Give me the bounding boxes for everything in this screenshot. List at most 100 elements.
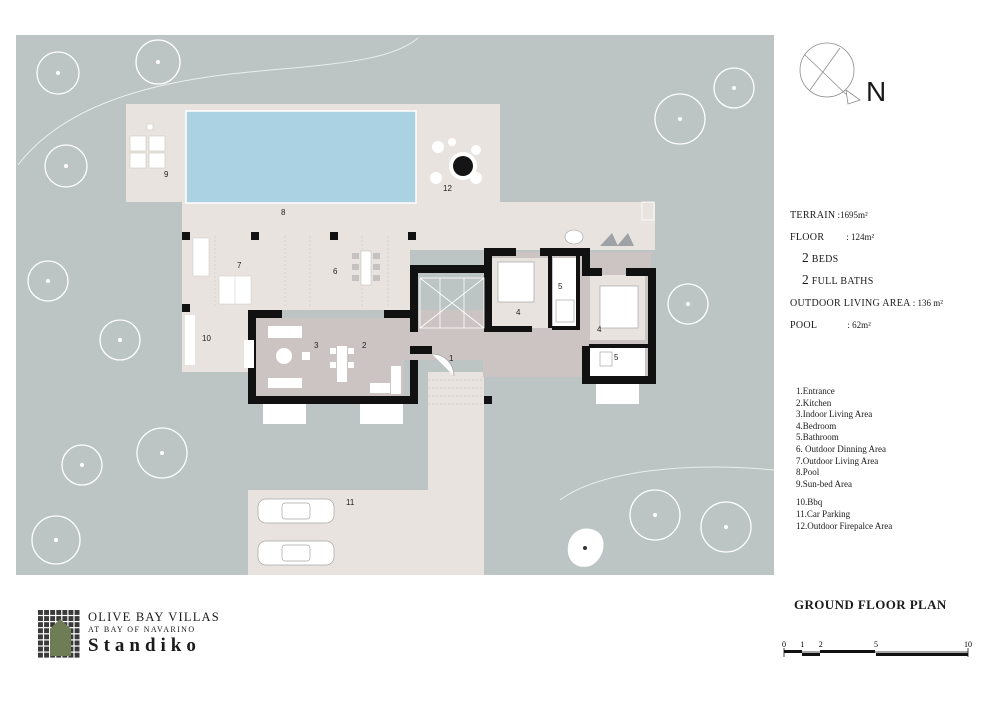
logo-cell	[62, 616, 68, 621]
outdoor-dining-table	[360, 250, 372, 286]
logo-cell	[44, 622, 49, 628]
scale-tick-label: 0	[782, 640, 786, 649]
plan-num-bedroom-b: 4	[597, 325, 602, 334]
logo-cell	[68, 610, 74, 615]
plan-num-outdoor-living: 7	[237, 261, 242, 270]
legend-item: 10.Bbq	[796, 497, 823, 508]
plan-num-sunbed: 9	[164, 170, 169, 179]
scale-tick-label: 2	[819, 640, 823, 649]
sun-beds	[129, 123, 166, 169]
pool	[185, 110, 417, 204]
trees	[27, 39, 755, 565]
stat-beds-number: 2	[802, 250, 809, 265]
logo-cell	[74, 640, 80, 646]
logo-cell	[68, 622, 74, 628]
logo-cell	[68, 616, 74, 621]
plan-num-fireplace: 12	[443, 184, 452, 193]
parked-cars	[257, 498, 335, 566]
logo-cell	[38, 622, 43, 628]
logo-cell	[50, 622, 56, 628]
outdoor-sofa	[192, 237, 210, 277]
stat-baths-label: full baths	[811, 276, 874, 287]
logo-cell	[38, 616, 43, 621]
bbq-counter	[185, 315, 195, 365]
stat-terrain: Terrain:1695m²	[790, 206, 995, 224]
scale-tick-label: 10	[964, 640, 972, 649]
scale-tick-label: 5	[874, 640, 878, 649]
logo-cell	[74, 652, 80, 658]
logo-line-2: AT BAY OF NAVARINO	[88, 625, 196, 634]
entrance-door	[431, 353, 455, 377]
stat-floor-label: Floor	[790, 232, 825, 243]
stat-pool-value: : 62m²	[847, 320, 871, 330]
logo-cell	[50, 610, 56, 615]
window-planters	[263, 384, 639, 424]
indoor-furniture	[244, 326, 401, 394]
logo-line-1: OLIVE BAY VILLAS	[88, 610, 220, 624]
plan-num-dining: 6	[333, 267, 338, 276]
legend-item: 8.Pool	[796, 467, 820, 478]
logo-cell	[74, 646, 80, 652]
logo-cell	[38, 610, 43, 615]
logo-cell	[50, 616, 56, 621]
property-stats: Terrain:1695m² Floor: 124m² 2beds 2full …	[790, 206, 995, 338]
legend-item: 2.Kitchen	[796, 397, 832, 408]
logo-cell	[74, 616, 80, 621]
plan-title: GROUND FLOOR PLAN	[794, 597, 947, 612]
stairs	[419, 277, 485, 329]
fireplace-area	[430, 138, 482, 184]
legend-item: 5.Bathroom	[796, 432, 839, 443]
site-boundary-line	[17, 37, 419, 166]
room-legend: 1.Entrance 2.Kitchen 3.Indoor Living Are…	[796, 386, 996, 532]
plan-num-bath-b: 5	[614, 353, 619, 362]
legend-item: 12.Outdoor Firepalce Area	[796, 520, 893, 531]
logo-cell	[74, 634, 80, 640]
entrance-steps	[428, 379, 484, 405]
legend-item: 7.Outdoor Living Area	[796, 455, 879, 466]
scale-tick-label: 1	[800, 640, 804, 649]
logo-cell	[38, 634, 43, 640]
stat-pool: Pool : 62m²	[790, 316, 995, 334]
north-label: N	[866, 76, 887, 107]
stat-beds: 2beds	[790, 250, 995, 268]
outdoor-dining-chairs	[352, 253, 380, 281]
stat-beds-label: beds	[811, 254, 839, 265]
logo-line-3: Standiko	[88, 635, 201, 656]
logo-cell	[74, 622, 80, 628]
logo-cell	[74, 628, 80, 634]
logo-cell	[44, 652, 49, 658]
stat-pool-label: Pool	[790, 320, 818, 331]
logo-cell	[44, 634, 49, 640]
bath-b-floor	[590, 348, 645, 376]
logo-cell	[38, 646, 43, 652]
logo-cell	[38, 652, 43, 658]
terrace-columns	[182, 232, 492, 404]
logo-cell	[56, 616, 62, 621]
legend-item: 6. Outdoor Dinning Area	[796, 443, 886, 454]
plan-num-bbq: 10	[202, 334, 211, 343]
stat-baths: 2full baths	[790, 272, 995, 290]
scale-segment-2	[820, 650, 875, 653]
logo-cell	[44, 610, 49, 615]
plan-num-kitchen: 2	[362, 341, 367, 350]
plan-num-parking: 11	[346, 498, 355, 507]
logo-house-icon	[50, 619, 71, 656]
outdoor-table	[564, 229, 584, 245]
scale-segment-3	[876, 653, 968, 656]
logo-cell	[62, 610, 68, 615]
stat-floor: Floor: 124m²	[790, 228, 995, 246]
north-compass-icon	[799, 42, 861, 105]
logo-grid-icon	[38, 610, 80, 658]
bath-fixtures	[555, 299, 613, 367]
logo-cell	[38, 628, 43, 634]
stat-baths-number: 2	[802, 272, 809, 287]
plan-num-pool: 8	[281, 208, 286, 217]
scale-segment-1	[802, 653, 820, 656]
logo: OLIVE BAY VILLAS AT BAY OF NAVARINO Stan…	[88, 611, 220, 656]
entrance-path	[428, 372, 484, 472]
plan-num-bath-a: 5	[558, 282, 563, 291]
legend-item: 11.Car Parking	[796, 508, 851, 519]
scale-bar: 0 1 2 5 10	[782, 640, 972, 657]
stat-outdoor: Outdoor living area: 136 m²	[790, 294, 995, 312]
beds	[497, 261, 639, 329]
